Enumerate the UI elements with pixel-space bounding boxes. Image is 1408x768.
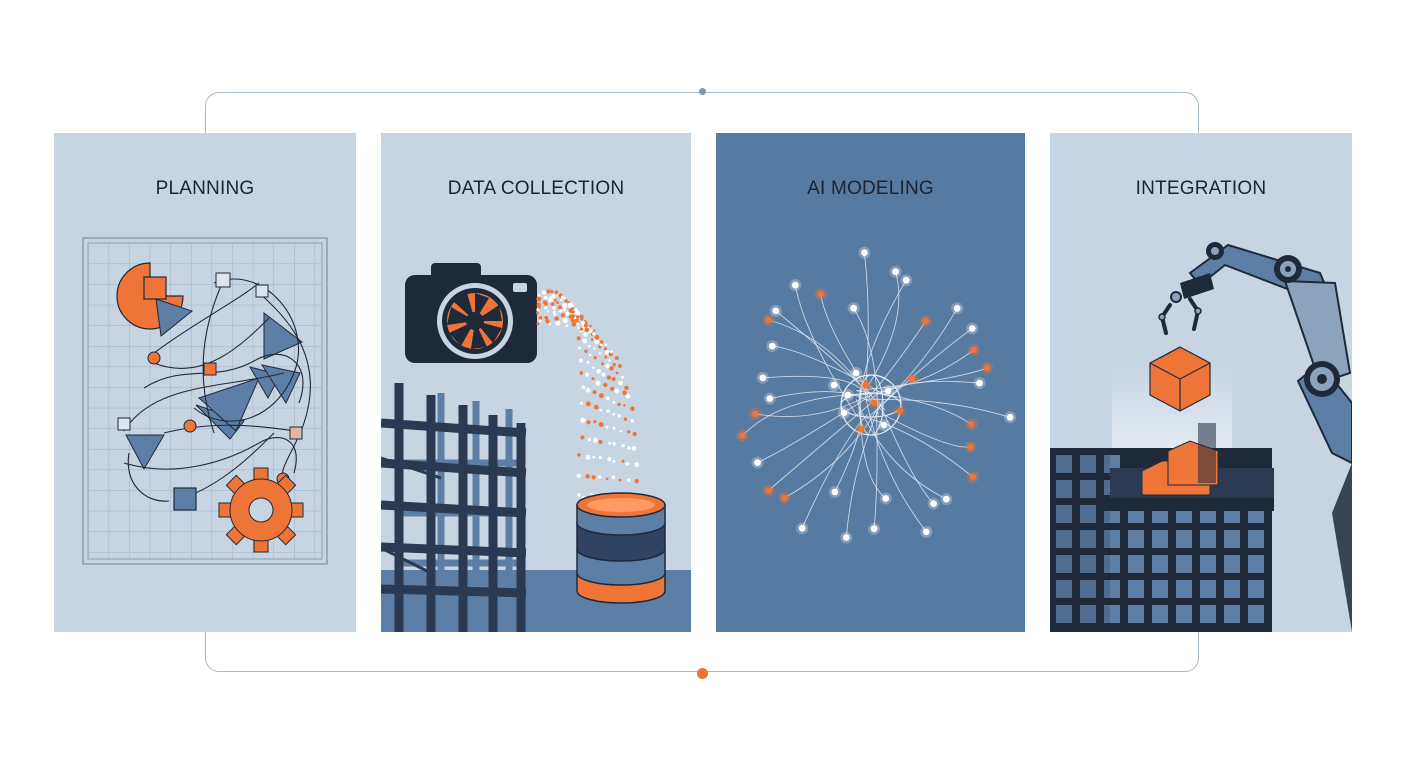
stage-title-ai-modeling: AI MODELING xyxy=(807,178,934,199)
stage-panel-ai-modeling: AI MODELING xyxy=(716,133,1025,632)
stage-title-data-collection: DATA COLLECTION xyxy=(447,178,625,199)
neural-network-icon xyxy=(736,246,1017,544)
stage-panel-data-collection: DATA COLLECTION xyxy=(381,133,691,632)
stage-title-planning: PLANNING xyxy=(155,178,255,199)
robot-arm-icon xyxy=(1050,242,1352,632)
cube-icon xyxy=(1149,346,1211,412)
camera-database-icon xyxy=(381,263,691,632)
stage-title-integration: INTEGRATION xyxy=(1135,178,1267,199)
frame-bottom-node xyxy=(697,668,708,679)
stage-panel-integration: INTEGRATION xyxy=(1050,133,1352,632)
stage-panel-planning: PLANNING xyxy=(54,133,356,632)
blueprint-gear-icon xyxy=(82,237,328,565)
database-icon xyxy=(576,492,666,604)
frame-top-node xyxy=(699,88,706,95)
